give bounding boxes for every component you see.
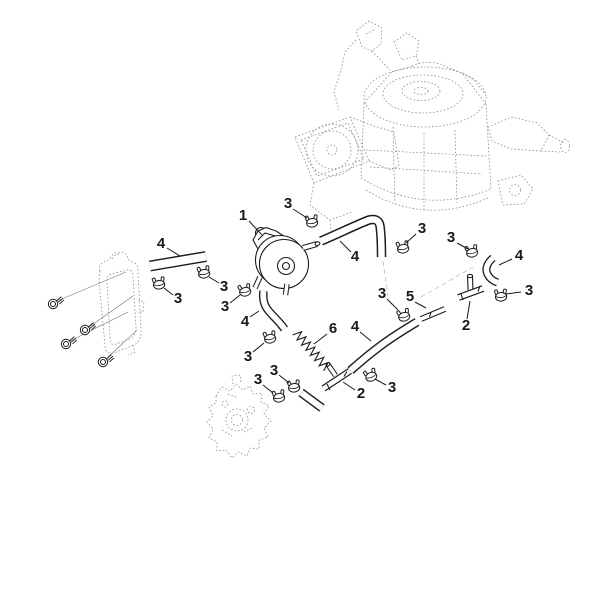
leader-line: [163, 287, 174, 296]
leader-line: [505, 291, 522, 295]
t-connector-right: [457, 273, 485, 301]
leader-line: [405, 233, 417, 244]
t-connector-bottom: [321, 362, 352, 392]
cover-screw-leader-lines: [56, 271, 138, 360]
leader-line: [249, 310, 260, 318]
leader-line: [313, 333, 328, 345]
leader-line: [414, 301, 427, 309]
fuel-hose-elbow-right: [482, 254, 499, 287]
hose-clamp: [304, 213, 320, 229]
leader-line: [359, 331, 372, 342]
screw: [97, 354, 115, 368]
leader-line: [374, 378, 387, 386]
screw: [79, 322, 97, 336]
leader-line: [498, 258, 513, 266]
leader-line: [456, 242, 469, 250]
engine-block-ghost: [294, 20, 570, 232]
hose-clamp: [493, 288, 508, 303]
hose-clamp: [151, 275, 167, 291]
fuel-hose-middle: [347, 318, 420, 374]
callout-leader-lines: [163, 208, 522, 394]
fuel-hose-elbow-left: [258, 290, 289, 332]
fuel-hose-top: [319, 214, 387, 258]
hose-clamp: [262, 329, 278, 345]
screw: [60, 336, 78, 350]
leader-line: [386, 298, 399, 311]
leader-line: [252, 342, 265, 353]
leader-line: [248, 220, 263, 236]
hose-clamp: [286, 378, 302, 394]
carburetor-ghost: [206, 374, 272, 459]
hose-clamp: [196, 264, 212, 280]
fuel-hose-short: [298, 388, 325, 412]
fuel-pump: [252, 226, 321, 296]
connector-tube: [419, 306, 447, 322]
hose-clamp: [395, 307, 412, 324]
screw: [47, 296, 65, 310]
leader-line: [466, 300, 471, 320]
leader-line: [342, 381, 356, 391]
hose-clamp: [463, 243, 480, 259]
hose-clamp: [271, 388, 287, 404]
assembly-lines: [382, 260, 474, 298]
leader-line: [262, 384, 274, 394]
leader-line: [292, 208, 308, 219]
cover-ghost: [98, 252, 145, 356]
hose-clamp: [395, 239, 411, 255]
leader-line: [278, 374, 290, 384]
spring: [292, 330, 330, 372]
leader-line: [229, 294, 241, 304]
fuel-hose-left: [149, 251, 207, 272]
leader-line: [208, 276, 220, 284]
leader-line: [339, 240, 352, 253]
leader-line: [166, 247, 181, 257]
hose-clamp: [362, 367, 379, 384]
hose-clamps: [151, 213, 508, 404]
